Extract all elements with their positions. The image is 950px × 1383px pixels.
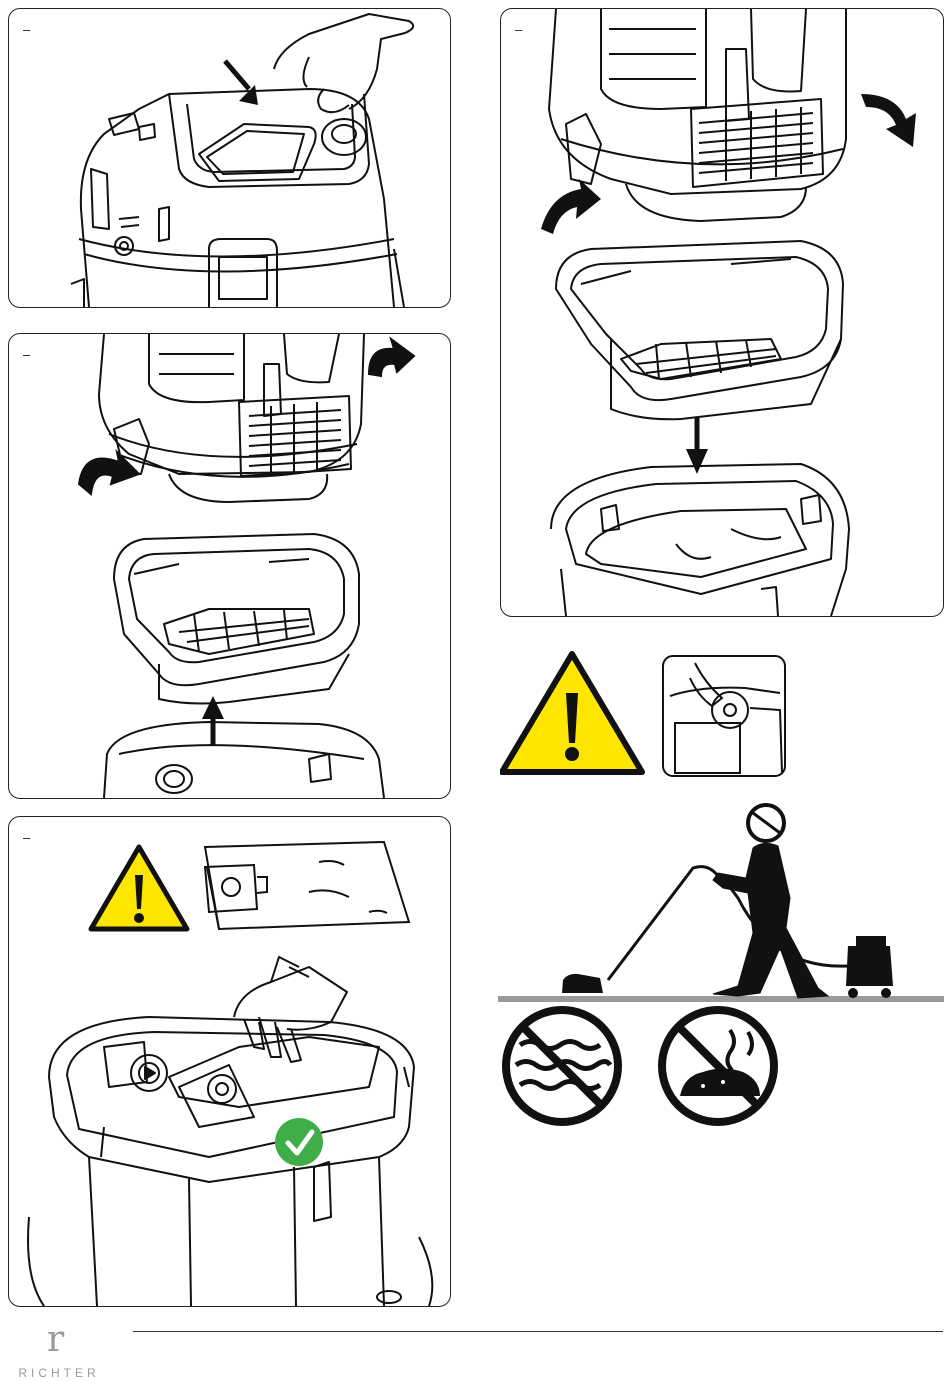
warning-icon xyxy=(502,654,642,772)
floor-nozzle-icon xyxy=(562,974,603,993)
dust-bag-icon xyxy=(205,842,409,929)
person-icon xyxy=(713,805,828,998)
vacuum-canister-icon xyxy=(846,936,893,998)
step-1-panel: – xyxy=(8,8,451,308)
usage-illustration xyxy=(498,798,946,1008)
remove-head-illustration xyxy=(501,9,943,616)
no-hot-ash-icon xyxy=(662,1010,774,1122)
prohibition-row xyxy=(498,1000,798,1160)
filter-insert-illustration xyxy=(9,9,450,307)
vacuum-hose xyxy=(608,867,848,980)
warning-row xyxy=(500,648,942,778)
step-3-panel: – xyxy=(500,8,944,617)
step-2-panel: – xyxy=(8,333,451,799)
no-liquids-icon xyxy=(506,1010,618,1122)
insert-arrow-icon xyxy=(225,61,258,105)
brand-name: RICHTER xyxy=(4,1366,114,1380)
dust-bag-illustration xyxy=(9,817,450,1306)
head-removal-illustration xyxy=(9,334,450,798)
brand-mark: r xyxy=(47,1322,64,1358)
reset-button-icon xyxy=(663,656,785,776)
warning-icon xyxy=(91,847,187,929)
check-icon xyxy=(275,1118,323,1166)
footer-rule xyxy=(133,1331,943,1332)
step-4-panel: – xyxy=(8,816,451,1307)
